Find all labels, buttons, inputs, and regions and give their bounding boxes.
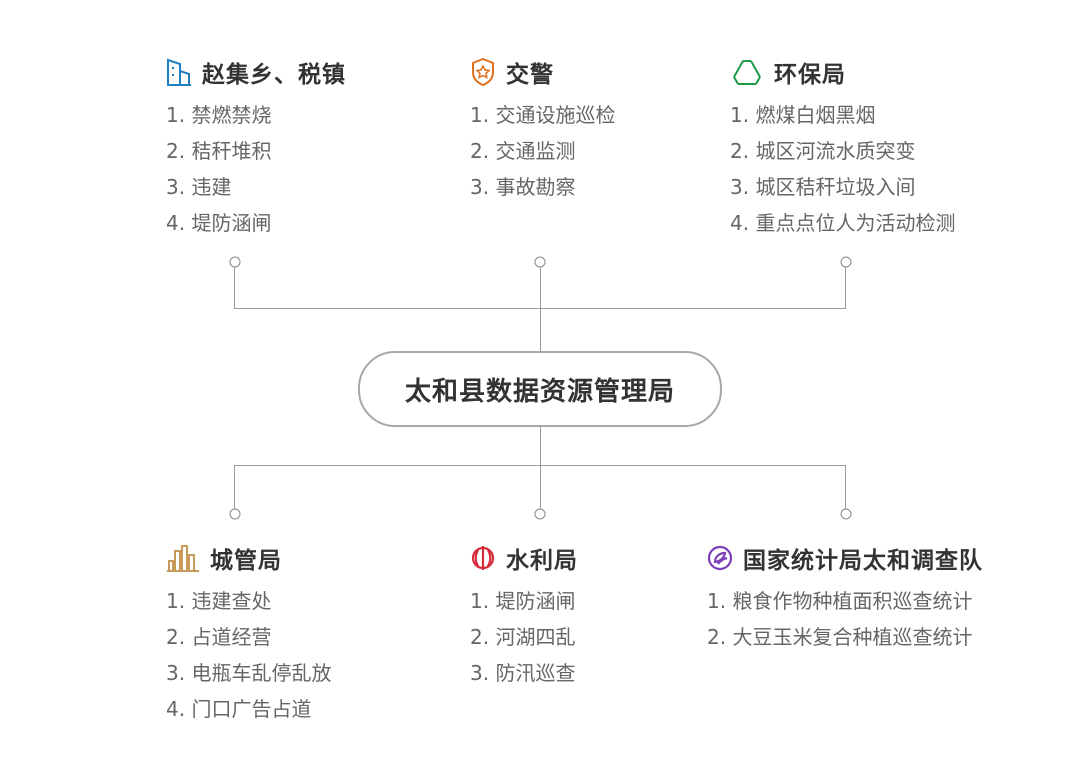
group-title: 国家统计局太和调查队 [743,548,983,574]
list-item: 4. 堤防涵闸 [166,211,272,235]
connector-node [534,256,546,268]
list-item: 1. 交通设施巡检 [470,103,616,127]
connector [540,424,542,465]
group-water-conservancy: 水利局 1. 堤防涵闸 2. 河湖四乱 3. 防汛巡查 [470,541,578,691]
group-urban-management: 城管局 1. 违建查处 2. 占道经营 3. 电瓶车乱停乱放 4. 门口广告占道 [166,541,331,727]
list-item: 2. 大豆玉米复合种植巡查统计 [707,625,973,649]
list-item: 3. 城区秸秆垃圾入间 [730,175,916,199]
list-item: 3. 电瓶车乱停乱放 [166,661,332,685]
connector-node [534,508,546,520]
list-item: 4. 门口广告占道 [166,697,312,721]
connector [845,262,847,308]
list-item: 3. 防汛巡查 [470,661,576,685]
police-badge-icon [470,57,496,87]
list-item: 1. 禁燃禁烧 [166,103,272,127]
city-buildings-icon [166,543,200,573]
connector [234,308,846,310]
list-item: 3. 事故勘察 [470,175,576,199]
group-title: 赵集乡、税镇 [202,62,346,88]
group-title: 环保局 [774,62,846,88]
list-item: 1. 粮食作物种植面积巡查统计 [707,589,973,613]
connector-node [229,508,241,520]
list-item: 4. 重点点位人为活动检测 [730,211,956,235]
connector-node [840,256,852,268]
connector [234,465,236,513]
connector-node [229,256,241,268]
list-item: 2. 交通监测 [470,139,576,163]
center-node: 太和县数据资源管理局 [358,351,722,427]
list-item: 1. 违建查处 [166,589,272,613]
connector [234,262,236,308]
list-item: 2. 城区河流水质突变 [730,139,916,163]
connector [540,262,542,352]
list-item: 1. 堤防涵闸 [470,589,576,613]
group-traffic-police: 交警 1. 交通设施巡检 2. 交通监测 3. 事故勘察 [470,55,615,205]
statistics-logo-icon [707,543,733,573]
list-item: 2. 河湖四乱 [470,625,576,649]
list-item: 2. 秸秆堆积 [166,139,272,163]
group-title: 城管局 [210,548,282,574]
group-environment: 环保局 1. 燃煤白烟黑烟 2. 城区河流水质突变 3. 城区秸秆垃圾入间 4.… [730,55,955,241]
list-item: 3. 违建 [166,175,232,199]
connector-node [840,508,852,520]
group-zhaoji: 赵集乡、税镇 1. 禁燃禁烧 2. 秸秆堆积 3. 违建 4. 堤防涵闸 [166,55,346,241]
list-item: 2. 占道经营 [166,625,272,649]
connector [845,465,847,513]
connector [540,465,542,513]
group-statistics-team: 国家统计局太和调查队 1. 粮食作物种植面积巡查统计 2. 大豆玉米复合种植巡查… [707,541,983,655]
group-title: 水利局 [506,548,578,574]
recycle-icon [730,57,764,87]
building-icon [166,57,192,87]
list-item: 1. 燃煤白烟黑烟 [730,103,876,127]
group-title: 交警 [506,62,554,88]
water-conservancy-icon [470,543,496,573]
